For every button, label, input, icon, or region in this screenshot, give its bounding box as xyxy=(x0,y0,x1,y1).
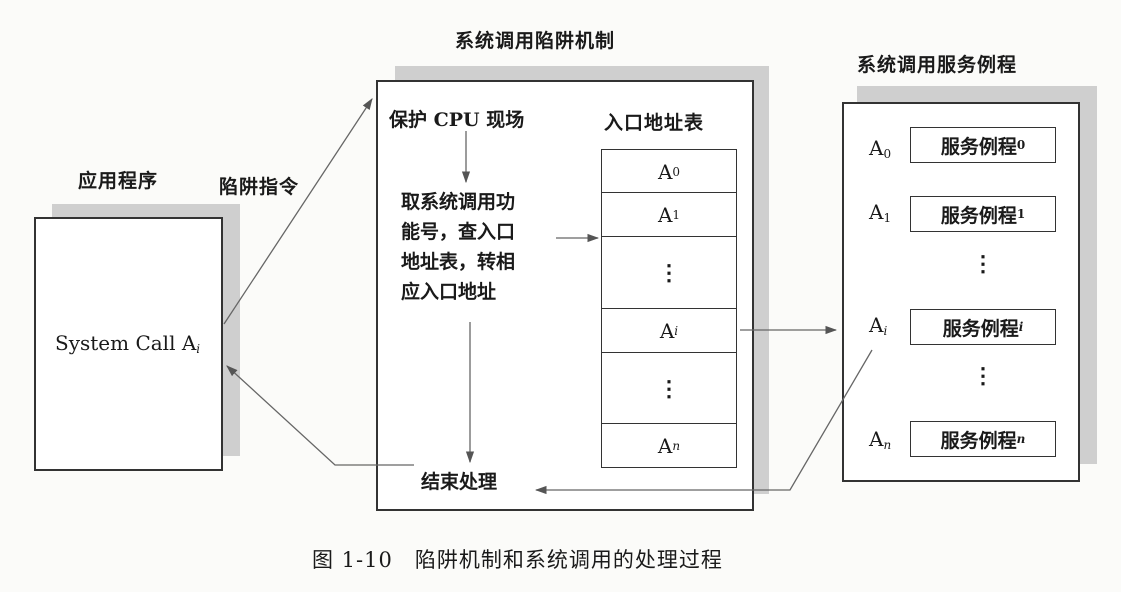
service-routine-n-label: 服务例程 xyxy=(940,429,1017,452)
service-ellipsis-2: ⋮ xyxy=(972,363,994,389)
service-key-an-sub: n xyxy=(883,438,892,452)
dispatch-step: 取系统调用功 能号，查入口 地址表，转相 应入口地址 xyxy=(401,187,515,307)
service-key-a0-base: A xyxy=(869,136,884,160)
service-key-ai-base: A xyxy=(869,313,884,337)
entry-a1-base: A xyxy=(657,203,673,227)
service-routines-box xyxy=(842,102,1080,482)
end-processing-step: 结束处理 xyxy=(421,471,498,493)
trap-arrow xyxy=(223,98,373,325)
entry-an-base: A xyxy=(657,433,673,458)
application-title: 应用程序 xyxy=(78,170,159,192)
service-routine-0-label: 服务例程 xyxy=(940,135,1017,158)
entry-ai-base: A xyxy=(659,319,675,343)
trap-instruction-label: 陷阱指令 xyxy=(219,176,300,198)
entry-an-sub: n xyxy=(672,438,681,453)
entry-ellipsis-1: ⋮ xyxy=(658,260,680,286)
application-box xyxy=(34,217,223,471)
services-title: 系统调用服务例程 xyxy=(857,54,1018,76)
mechanism-title: 系统调用陷阱机制 xyxy=(455,30,616,52)
service-key-a1-base: A xyxy=(869,200,884,224)
service-key-a0-sub: 0 xyxy=(883,147,892,161)
service-ellipsis-1: ⋮ xyxy=(972,251,994,277)
entry-ellipsis-2: ⋮ xyxy=(658,375,680,402)
service-routine-i-label: 服务例程 xyxy=(942,317,1019,340)
service-key-an-base: A xyxy=(869,427,884,451)
service-key-a0: A0 xyxy=(869,136,891,161)
system-call-text: System Call A xyxy=(55,331,197,355)
entry-a0-sub: 0 xyxy=(672,164,681,179)
protect-cpu-step: 保护 CPU 现场 xyxy=(389,109,525,131)
system-call-subscript: i xyxy=(196,342,201,356)
service-routine-1-sub: 1 xyxy=(1016,207,1026,221)
dispatch-line-1: 取系统调用功 xyxy=(401,191,516,213)
service-key-ai: Ai xyxy=(869,313,887,338)
figure-caption: 图 1-10 陷阱机制和系统调用的处理过程 xyxy=(312,548,723,572)
dispatch-line-4: 应入口地址 xyxy=(401,281,497,303)
dispatch-line-3: 地址表，转相 xyxy=(401,251,516,273)
service-routine-i-sub: i xyxy=(1018,320,1024,334)
service-routine-1-label: 服务例程 xyxy=(940,204,1017,227)
service-key-an: An xyxy=(869,427,891,452)
entry-a1-sub: 1 xyxy=(672,208,681,222)
service-routine-0-sub: 0 xyxy=(1016,138,1026,152)
entry-table-title: 入口地址表 xyxy=(604,112,705,134)
service-key-a1: A1 xyxy=(869,200,891,225)
return-to-app-arrow xyxy=(226,365,414,466)
service-key-a1-sub: 1 xyxy=(883,211,892,225)
entry-a0-base: A xyxy=(657,159,673,184)
service-routine-n-sub: n xyxy=(1016,432,1026,446)
dispatch-line-2: 能号，查入口 xyxy=(401,221,516,243)
entry-ai-sub: i xyxy=(674,324,679,338)
system-call-label: System Call Ai xyxy=(55,331,200,356)
service-key-ai-sub: i xyxy=(883,324,888,338)
service-return-arrow xyxy=(534,349,873,495)
